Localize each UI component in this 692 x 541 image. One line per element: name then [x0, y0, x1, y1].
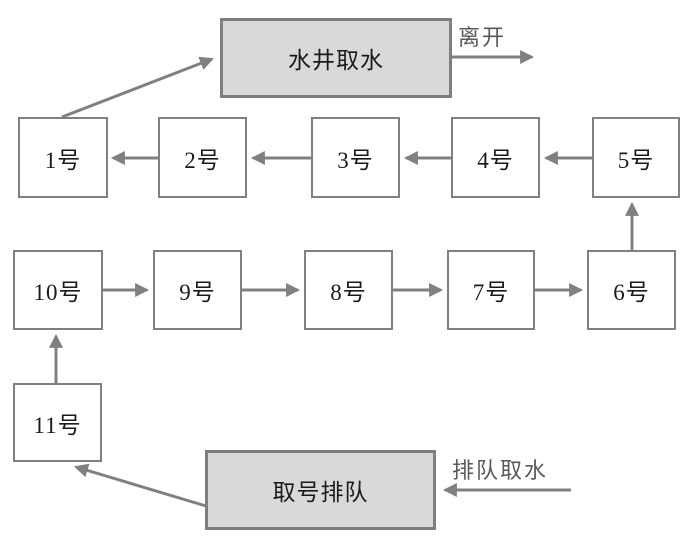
- node-seat-5: 5号: [592, 117, 680, 198]
- node-seat-1: 1号: [18, 117, 108, 198]
- node-seat-4: 4号: [451, 117, 540, 198]
- node-seat-9: 9号: [153, 250, 242, 330]
- node-well: 水井取水: [220, 18, 452, 98]
- node-seat-2: 2号: [158, 117, 247, 198]
- node-seat-3: 3号: [311, 117, 400, 198]
- node-queue: 取号排队: [205, 450, 436, 530]
- label-enter-queue: 排队取水: [452, 458, 549, 483]
- node-seat-7: 7号: [447, 250, 535, 330]
- node-seat-10: 10号: [13, 250, 103, 330]
- node-seat-8: 8号: [304, 250, 393, 330]
- label-leave: 离开: [458, 25, 507, 50]
- arrow-seat1-to-well: [61, 56, 214, 119]
- node-seat-11: 11号: [13, 383, 102, 462]
- node-seat-6: 6号: [587, 250, 676, 330]
- arrow-queue-to-seat11: [73, 463, 207, 508]
